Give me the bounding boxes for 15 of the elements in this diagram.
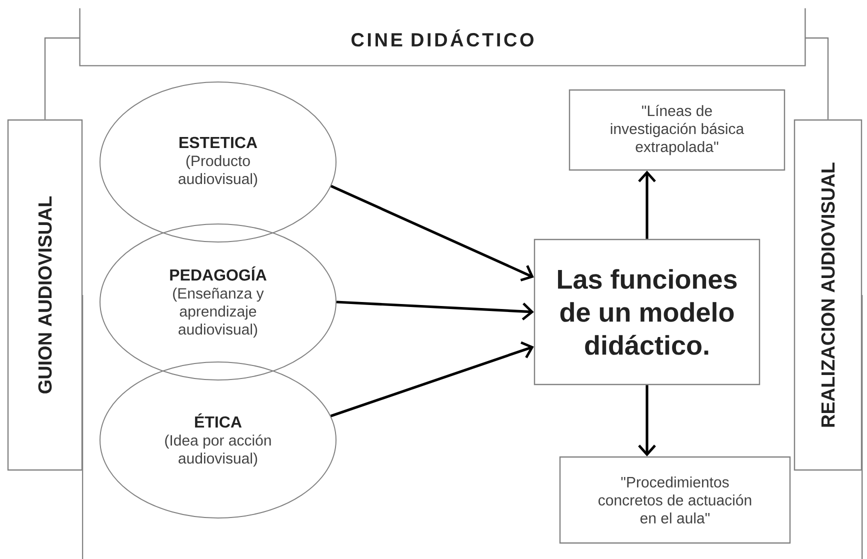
arrow [638, 385, 656, 456]
frame-line [805, 37, 829, 120]
arrow [638, 170, 656, 239]
side-box: GUION AUDIOVISUAL [7, 119, 83, 471]
side-box: REALIZACION AUDIOVISUAL [794, 119, 862, 471]
frame-line [44, 37, 80, 120]
quote-box: "Líneas de investigación básica extrapolada" [568, 89, 786, 171]
arrow [330, 184, 534, 282]
frame-line [82, 295, 84, 559]
title-box: CINE DIDÁCTICO [79, 8, 806, 66]
frame-line [862, 295, 863, 559]
central-box: Las funciones de un modelo didáctico. [534, 238, 760, 386]
quote-box: "Procedimientos concretos de actuación en el aula" [559, 456, 791, 544]
arrow [330, 341, 534, 418]
arrow [336, 300, 534, 320]
